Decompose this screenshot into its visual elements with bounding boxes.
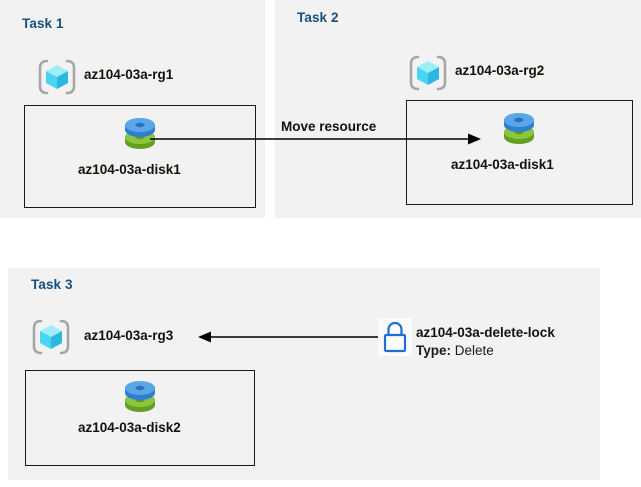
resource-group-3-label: az104-03a-rg3 [84,328,174,343]
delete-lock-type-label: Type: Delete [416,343,494,358]
resource-group-cube-icon [36,56,78,98]
resource-group-cube-icon [407,52,449,94]
disk-2-label: az104-03a-disk1 [451,157,554,172]
delete-lock-type-key: Type: [416,343,452,358]
task-2-title: Task 2 [297,10,339,25]
disk-1-label: az104-03a-disk1 [78,162,181,177]
move-resource-label: Move resource [281,119,377,134]
resource-group-1-label: az104-03a-rg1 [84,67,174,82]
resource-group-2-label: az104-03a-rg2 [455,63,545,78]
move-resource-arrow [150,133,481,145]
managed-disk-icon [118,378,162,422]
task-1-title: Task 1 [22,16,64,31]
delete-lock-arrow [198,331,383,343]
managed-disk-icon [497,110,541,154]
disk-3-label: az104-03a-disk2 [78,420,181,435]
task-3-title: Task 3 [31,277,73,292]
delete-lock-type-value: Delete [454,343,494,358]
managed-disk-icon [118,115,162,159]
delete-lock-name-label: az104-03a-delete-lock [416,325,555,340]
padlock-icon [378,318,412,356]
resource-group-cube-icon [30,316,72,358]
